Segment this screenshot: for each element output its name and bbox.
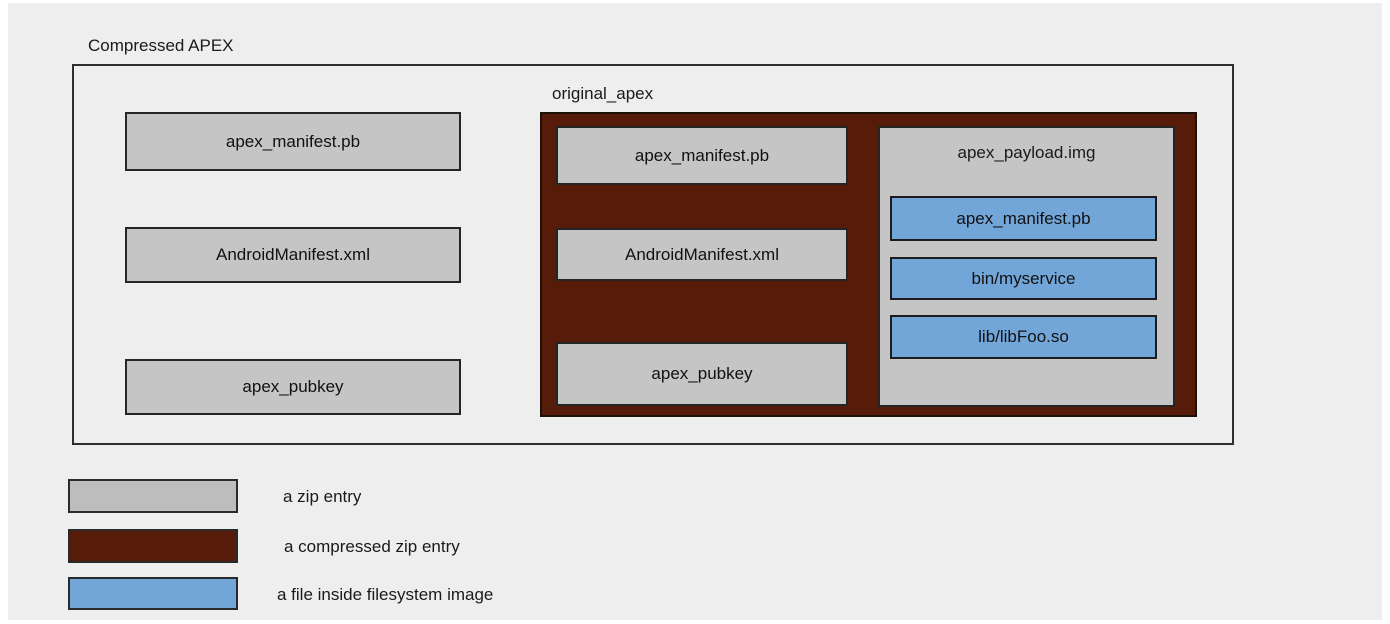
legend-swatch-filesystem-file [68, 577, 238, 610]
legend-label-filesystem-file: a file inside filesystem image [277, 585, 494, 604]
zip-entry-label: AndroidManifest.xml [215, 245, 370, 264]
original-apex-zip-entry-apex-manifest: apex_manifest.pb [556, 126, 848, 185]
legend-label-zip-entry: a zip entry [283, 487, 362, 506]
payload-file-label: apex_manifest.pb [956, 208, 1091, 228]
payload-file-apex-manifest: apex_manifest.pb [890, 196, 1157, 241]
original-apex-zip-entry-android-manifest: AndroidManifest.xml [556, 228, 848, 281]
original-apex-label: original_apex [552, 84, 654, 103]
compressed-apex-title: Compressed APEX [88, 36, 234, 55]
legend-label-compressed-zip-entry: a compressed zip entry [284, 537, 460, 556]
zip-entry-apex-pubkey: apex_pubkey [125, 359, 461, 415]
zip-entry-android-manifest: AndroidManifest.xml [125, 227, 461, 283]
zip-entry-label: apex_pubkey [651, 364, 753, 383]
payload-file-bin-myservice: bin/myservice [890, 257, 1157, 300]
zip-entry-label: apex_pubkey [242, 377, 344, 396]
zip-entry-apex-manifest: apex_manifest.pb [125, 112, 461, 171]
original-apex-zip-entry-apex-pubkey: apex_pubkey [556, 342, 848, 406]
legend-swatch-compressed-zip-entry [68, 529, 238, 563]
payload-file-label: lib/libFoo.so [978, 327, 1069, 346]
compressed-apex-container [72, 64, 1234, 445]
payload-file-lib-libfoo: lib/libFoo.so [890, 315, 1157, 359]
apex-payload-label: apex_payload.img [957, 143, 1096, 162]
zip-entry-label: apex_manifest.pb [634, 145, 770, 165]
payload-file-label: bin/myservice [971, 268, 1076, 288]
zip-entry-label: apex_manifest.pb [225, 131, 361, 151]
legend-swatch-zip-entry [68, 479, 238, 513]
zip-entry-label: AndroidManifest.xml [624, 244, 779, 264]
